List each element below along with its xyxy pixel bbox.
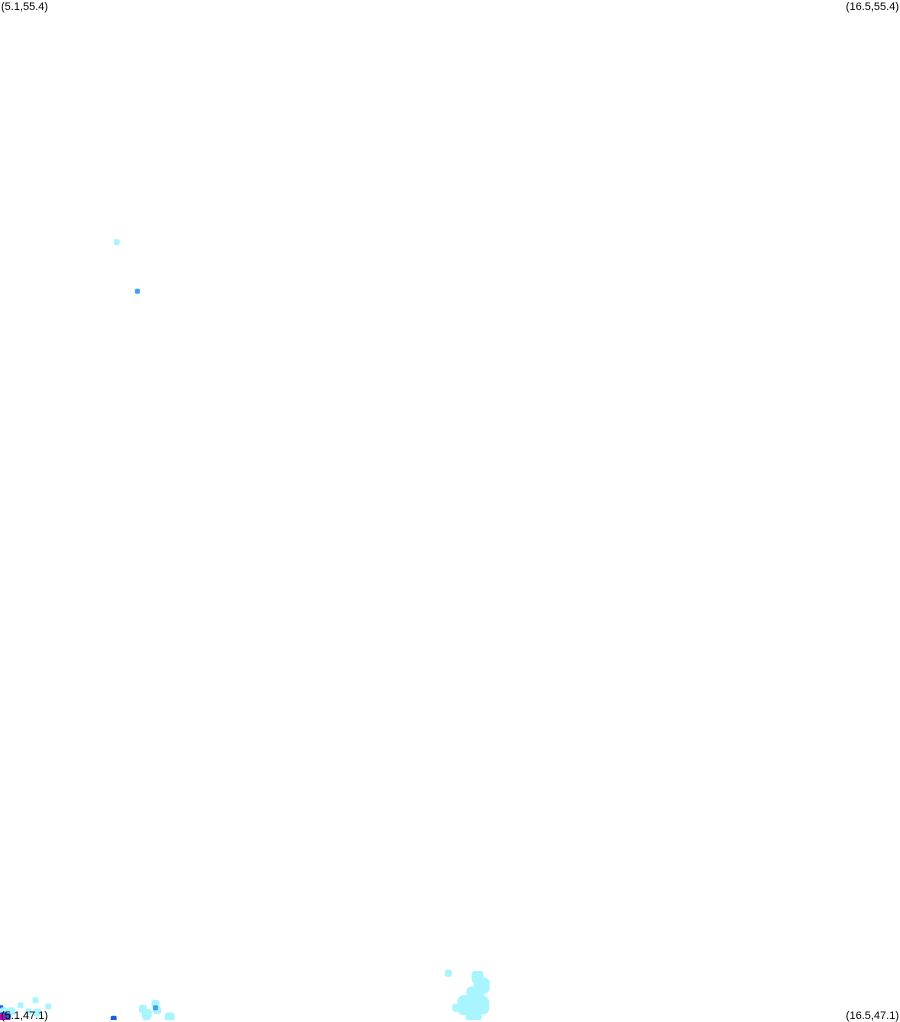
precip-cell-light (25, 1008, 32, 1015)
corner-bottom-right-label: (16.5,47.1) (845, 1010, 899, 1022)
precipitation-cells-layer (0, 239, 490, 1020)
precip-cell-light (32, 997, 39, 1004)
precip-cell-light (452, 1003, 461, 1012)
corner-top-right-label: (16.5,55.4) (845, 1, 899, 13)
corner-bottom-left-label: (5.1,47.1) (1, 1010, 49, 1022)
precip-cell-light (465, 1005, 482, 1020)
precip-cell-strong (4, 1013, 11, 1020)
precip-cell-light (45, 1003, 52, 1010)
precip-cell-light (17, 1002, 24, 1009)
precip-cell-light (113, 239, 120, 246)
precip-cell-light (141, 1008, 152, 1019)
precip-cell-medium (153, 1005, 158, 1011)
precip-cell-medium (134, 288, 140, 294)
corner-top-left-label: (5.1,55.4) (1, 1, 49, 13)
precip-cell-light (444, 969, 452, 977)
precip-cell-light (33, 1008, 42, 1017)
precip-cell-light (164, 1012, 175, 1020)
precip-cell-strong (110, 1015, 117, 1020)
